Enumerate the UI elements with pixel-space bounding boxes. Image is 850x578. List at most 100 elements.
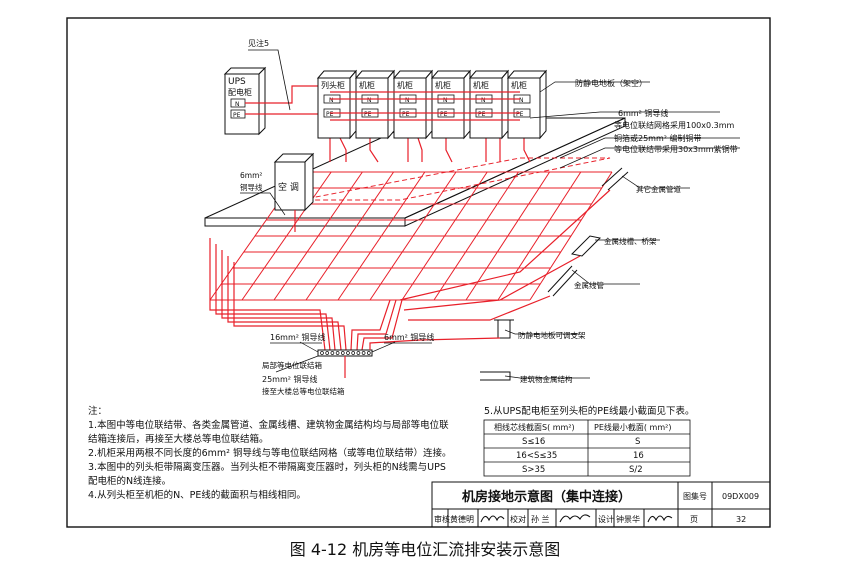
ups-pe-terminal: PE — [233, 112, 241, 119]
table-cell: 16<S≤35 — [516, 451, 557, 461]
ac-wire-label-1: 6mm² — [240, 171, 262, 180]
cabinet-row: 列头柜 N PE 机柜 N PE 机柜 N PE 机柜 N PE 机柜 N PE 机柜 N PE — [316, 69, 548, 140]
label-other-pipe: 其它金属管道 — [636, 184, 681, 194]
review-signature — [480, 515, 505, 523]
ac-wire-leader — [240, 192, 286, 216]
raised-floor — [204, 117, 626, 227]
label-floor-support: 防静电地板可调支架 — [518, 330, 586, 340]
bar-terminal — [351, 351, 356, 355]
label-cable-tray: 金属线槽、桥架 — [604, 236, 657, 246]
pe-terminal: PE — [402, 111, 410, 118]
note-line: 配电柜的N线连接。 — [88, 475, 171, 487]
label-6mm-bottom: 6mm² 铜导线 — [384, 332, 434, 342]
page-label: 页 — [690, 515, 698, 524]
label-grid-3: 等电位联结带采用30x3mm紫铜带 — [614, 144, 738, 154]
n-terminal: N — [405, 97, 410, 104]
label-25mm-2: 接至大楼总等电位联结箱 — [262, 386, 345, 396]
n-terminal: N — [481, 97, 486, 104]
floor-support — [494, 319, 514, 339]
cabinet-interconnect-wires — [330, 91, 520, 121]
building-steel — [480, 371, 511, 381]
drawing-frame — [66, 17, 771, 528]
cabinet-label: 机柜 — [397, 80, 413, 90]
note-line: 1.本图中等电位联结带、各类金属管道、金属线槽、建筑物金属结构均与局部等电位联 — [88, 419, 449, 431]
review-label: 审核 — [434, 514, 450, 524]
pe-terminal: PE — [326, 111, 334, 118]
local-bonding-bar — [317, 349, 373, 357]
bar-terminal — [320, 351, 324, 355]
ups-label-2: 配电柜 — [228, 87, 252, 97]
label-25mm-1: 25mm² 铜导线 — [262, 374, 318, 384]
table-cell: 16 — [633, 451, 644, 461]
pe-section-table — [483, 419, 691, 477]
cabinet-label: 机柜 — [435, 80, 451, 90]
drawing-title: 机房接地示意图（集中连接） — [462, 489, 631, 505]
ac-wire-label-2: 铜导线 — [240, 182, 263, 192]
label-16mm: 16mm² 铜导线 — [270, 332, 326, 342]
pe-terminal: PE — [440, 111, 448, 118]
pe-terminal: PE — [516, 111, 524, 118]
page-number: 32 — [736, 515, 746, 524]
table-cell: S>35 — [522, 465, 545, 475]
ac-label: 空 调 — [278, 181, 299, 193]
label-metal-pipe: 金属线管 — [574, 280, 604, 290]
label-grid-1: 等电位联结网格采用100x0.3mm — [614, 120, 735, 130]
cabinet-label: 机柜 — [359, 80, 375, 90]
table-cell: S — [635, 437, 640, 447]
table-header-phase: 相线芯线截面S( mm²) — [494, 422, 575, 432]
ups-label-1: UPS — [228, 77, 246, 87]
note-line: 结箱连接后，再接至大楼总等电位联结箱。 — [88, 433, 269, 445]
n-terminal: N — [519, 97, 524, 104]
design-signature — [647, 515, 673, 523]
label-raised-floor: 防静电地板（架空） — [575, 78, 647, 88]
bar-terminal — [346, 351, 350, 355]
server-cabinet: 机柜 N PE — [392, 69, 434, 140]
bar-terminal — [330, 351, 335, 355]
bar-terminal — [366, 351, 371, 355]
atlas-label: 图集号 — [683, 491, 707, 501]
bar-terminal — [335, 351, 340, 355]
table-header-pe: PE线最小截面( mm²) — [594, 422, 671, 432]
leader-lines-right — [275, 81, 740, 379]
cabinet-label: 列头柜 — [321, 80, 345, 90]
bar-terminal — [356, 351, 361, 355]
see-note-label: 见注5 — [248, 38, 269, 48]
cabinet-label: 机柜 — [511, 80, 527, 90]
label-building-steel: 建筑物金属结构 — [520, 374, 573, 384]
notes-title: 注： — [88, 405, 107, 417]
metal-cable-tray — [570, 235, 602, 257]
column-head-cabinet: 列头柜 N PE — [316, 69, 358, 140]
n-terminal: N — [329, 97, 334, 104]
server-cabinet: 机柜 N PE — [354, 69, 396, 140]
pe-terminal: PE — [478, 111, 486, 118]
check-signature — [559, 514, 591, 523]
ups-n-terminal: N — [235, 101, 240, 108]
atlas-value: 09DX009 — [722, 492, 759, 501]
table-cell: S/2 — [629, 465, 643, 475]
review-name: 黄德明 — [450, 514, 474, 524]
design-label: 设计 — [598, 514, 614, 524]
see-note-leader — [248, 49, 291, 111]
bar-terminal — [340, 351, 345, 355]
note-line: 2.机柜采用两根不同长度的6mm² 铜导线与等电位联结网格（或等电位联结带）连接… — [88, 447, 451, 459]
other-metal-pipe — [601, 167, 629, 191]
ups-cabinet: UPS 配电柜 N PE — [223, 66, 267, 136]
title-block: 机房接地示意图（集中连接） 图集号 09DX009 审核 黄德明 校对 孙 兰 … — [431, 481, 771, 528]
notes-block: 注： 1.本图中等电位联结带、各类金属管道、金属线槽、建筑物金属结构均与局部等电… — [88, 405, 451, 501]
check-label: 校对 — [510, 514, 526, 524]
n-terminal: N — [443, 97, 448, 104]
check-name: 孙 兰 — [531, 514, 550, 524]
server-cabinet: 机柜 N PE — [468, 69, 510, 140]
bar-terminal — [325, 351, 330, 355]
server-cabinet: 机柜 N PE — [430, 69, 472, 140]
cabinet-label: 机柜 — [473, 80, 489, 90]
note5-title: 5.从UPS配电柜至列头柜的PE线最小截面见下表。 — [484, 405, 695, 417]
ups-feeder-wires — [245, 85, 322, 115]
note-line: 3.本图中的列头柜带隔离变压器。当列头柜不带隔离变压器时，列头柜的N线需与UPS — [88, 461, 446, 473]
n-terminal: N — [367, 97, 372, 104]
label-6mm-right: 6mm² 铜导线 — [618, 108, 668, 118]
pe-terminal: PE — [364, 111, 372, 118]
grounding-diagram: UPS 配电柜 N PE 列头柜NPE机柜NPE机柜NPE机柜NPE机柜NPE机… — [204, 38, 740, 396]
cabinet-bonding-wires — [329, 137, 531, 163]
